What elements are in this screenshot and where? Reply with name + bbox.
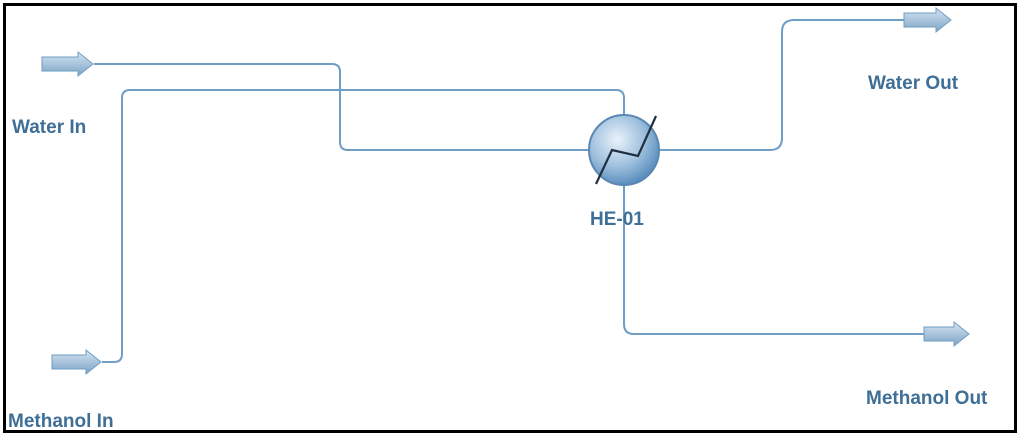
flowsheet-canvas: Water In Methanol In Water Out Methanol … [3,3,1017,433]
water-out-stream-line[interactable] [660,19,904,151]
water-out-label: Water Out [868,73,959,94]
methanol-in-stream-line[interactable] [102,89,625,363]
methanol-out-label: Methanol Out [866,388,988,409]
water-out-arrow-icon[interactable] [903,6,952,34]
methanol-out-stream-line[interactable] [623,182,924,335]
methanol-in-label: Methanol In [8,411,114,432]
methanol-in-arrow-icon[interactable] [51,348,102,376]
heat-exchanger-label: HE-01 [590,209,644,230]
water-in-arrow-icon[interactable] [41,50,94,78]
water-in-label: Water In [12,117,87,138]
heat-exchanger-icon[interactable] [588,114,660,186]
methanol-out-arrow-icon[interactable] [923,320,970,348]
water-in-stream-line[interactable] [94,63,588,151]
process-flow-diagram [41,6,970,376]
